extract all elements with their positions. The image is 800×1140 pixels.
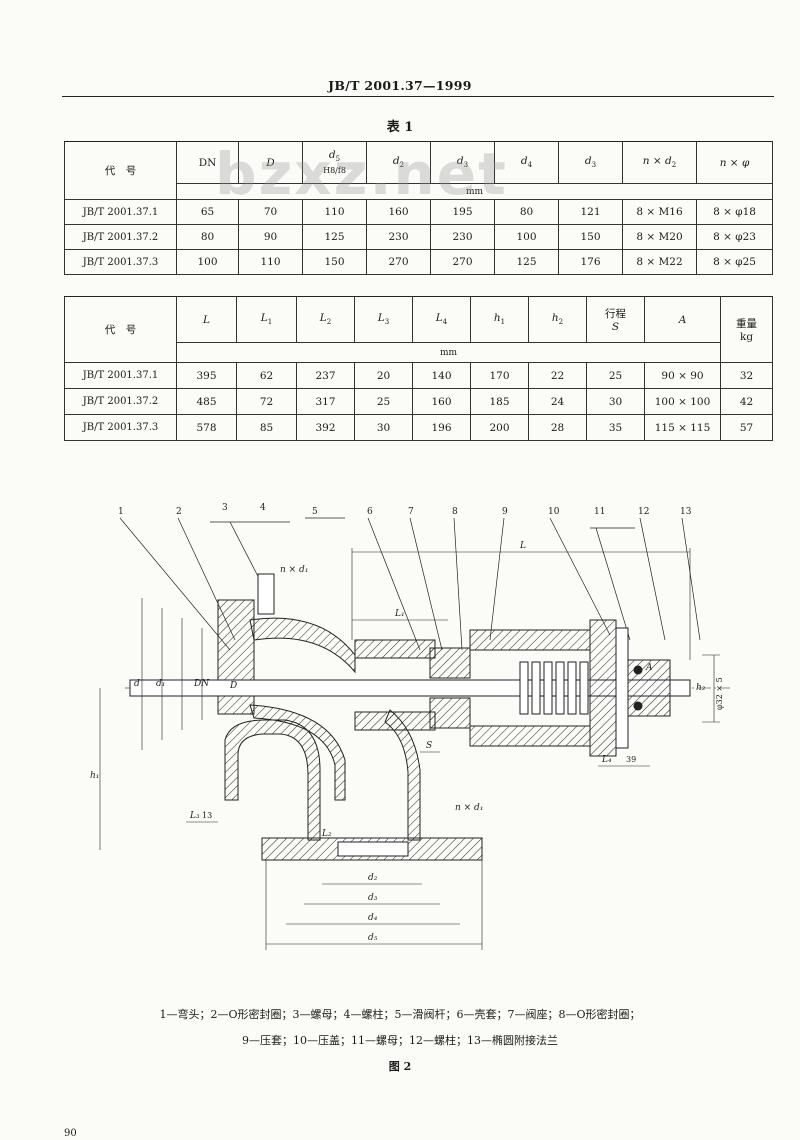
dim-label: d₁ xyxy=(156,679,165,689)
dim-label: L₂ xyxy=(321,829,332,839)
dim-label: d₅ xyxy=(368,933,378,943)
dimension-labels: L L₁ L₂ L₃ L₄ h₁ h₂ n × d₁ n × d₁ d d₁ d… xyxy=(90,541,706,943)
col-header: L4 xyxy=(412,296,471,343)
dim-number: 13 xyxy=(202,811,212,820)
elbow-flange xyxy=(217,599,255,715)
part-number: 4 xyxy=(260,503,266,513)
elbow-wall-inner xyxy=(249,704,346,801)
press-sleeve-bottom xyxy=(469,725,591,747)
dim-label: d₂ xyxy=(368,873,378,883)
dim-label: D xyxy=(229,681,237,691)
col-header: L xyxy=(176,296,237,343)
col-header: L2 xyxy=(296,296,355,343)
col-header: d3 xyxy=(558,141,623,184)
col-header: DN xyxy=(176,141,239,184)
dimension-numbers: 13 39 φ32 × 5 xyxy=(202,677,724,820)
housing-sleeve-bottom xyxy=(354,711,436,731)
dim-label: d₄ xyxy=(368,913,378,923)
dim-label: DN xyxy=(193,679,210,689)
col-header: d4 xyxy=(494,141,559,184)
leader-lines xyxy=(119,517,701,651)
header-rule xyxy=(62,96,774,97)
seal-stack xyxy=(519,661,589,715)
col-header: A xyxy=(644,296,721,343)
valve-seat-top xyxy=(429,647,471,679)
code-header: 代 号 xyxy=(64,296,177,363)
part-number: 7 xyxy=(408,507,414,517)
watermark: bzxz.net xyxy=(215,140,508,208)
code-header: 代 号 xyxy=(64,141,177,200)
dim-label: n × d₁ xyxy=(280,565,308,575)
dim-label: n × d₁ xyxy=(455,803,483,813)
col-header: L1 xyxy=(236,296,297,343)
elbow-wall-upper xyxy=(249,617,356,674)
press-sleeve-top xyxy=(469,629,591,651)
part-number: 6 xyxy=(367,507,373,517)
col-header: n × φ xyxy=(696,141,773,184)
col-header: h1 xyxy=(470,296,529,343)
figure-legend-line-1: 1—弯头；2—O形密封圈；3—螺母；4—螺柱；5—滑阀杆；6—壳套；7—阀座；8… xyxy=(159,1008,641,1021)
part-number: 10 xyxy=(548,507,560,517)
gland-flange xyxy=(615,627,629,749)
part-number: 5 xyxy=(312,507,318,517)
gland-plate xyxy=(589,619,617,757)
dim-label: A xyxy=(645,663,653,673)
elbow-outer xyxy=(224,719,321,841)
dim-label: L₃ xyxy=(189,811,200,821)
col-header: n × d2 xyxy=(622,141,697,184)
figure-legend-line-2: 9—压套；10—压盖；11—螺母；12—螺柱；13—椭圆附接法兰 xyxy=(242,1034,558,1047)
part-number-labels: 1 2 3 4 5 6 7 8 9 10 11 12 13 xyxy=(118,503,692,517)
part-number: 12 xyxy=(638,507,649,517)
dim-number: 39 xyxy=(626,755,636,764)
dim-label: h₁ xyxy=(90,771,99,781)
col-header: L3 xyxy=(354,296,413,343)
page-number: 90 xyxy=(64,1128,77,1139)
unit-label: mm xyxy=(176,342,721,363)
dim-label: d xyxy=(134,679,140,689)
col-header: h2 xyxy=(528,296,587,343)
dim-label: d₃ xyxy=(368,893,378,903)
page-header: JB/T 2001.37—1999 xyxy=(328,78,472,93)
housing-sleeve-top xyxy=(354,639,436,659)
valve-seat-bottom xyxy=(429,697,471,729)
dim-label: L₄ xyxy=(601,755,612,765)
figure-caption: 图 2 xyxy=(388,1060,412,1073)
dim-label: h₂ xyxy=(696,683,706,693)
dim-label: S xyxy=(426,741,432,751)
dimension-lines xyxy=(99,548,720,950)
col-header: d3 xyxy=(430,141,495,184)
part-number: 2 xyxy=(176,507,182,517)
dim-label: L₁ xyxy=(394,609,405,619)
part-number: 1 xyxy=(118,507,124,517)
part-number: 11 xyxy=(594,507,605,517)
dim-number: φ32 × 5 xyxy=(715,677,724,710)
technical-drawing: 1 2 3 4 5 6 7 8 9 10 11 12 13 xyxy=(90,503,730,950)
part-number: 3 xyxy=(222,503,228,513)
bottom-flange-bore xyxy=(337,841,409,857)
part-number: 9 xyxy=(502,507,508,517)
flange-stud xyxy=(257,573,275,615)
dim-label: L xyxy=(519,541,526,551)
part-number: 8 xyxy=(452,507,458,517)
part-number: 13 xyxy=(680,507,692,517)
table-title: 表 1 xyxy=(386,120,414,135)
